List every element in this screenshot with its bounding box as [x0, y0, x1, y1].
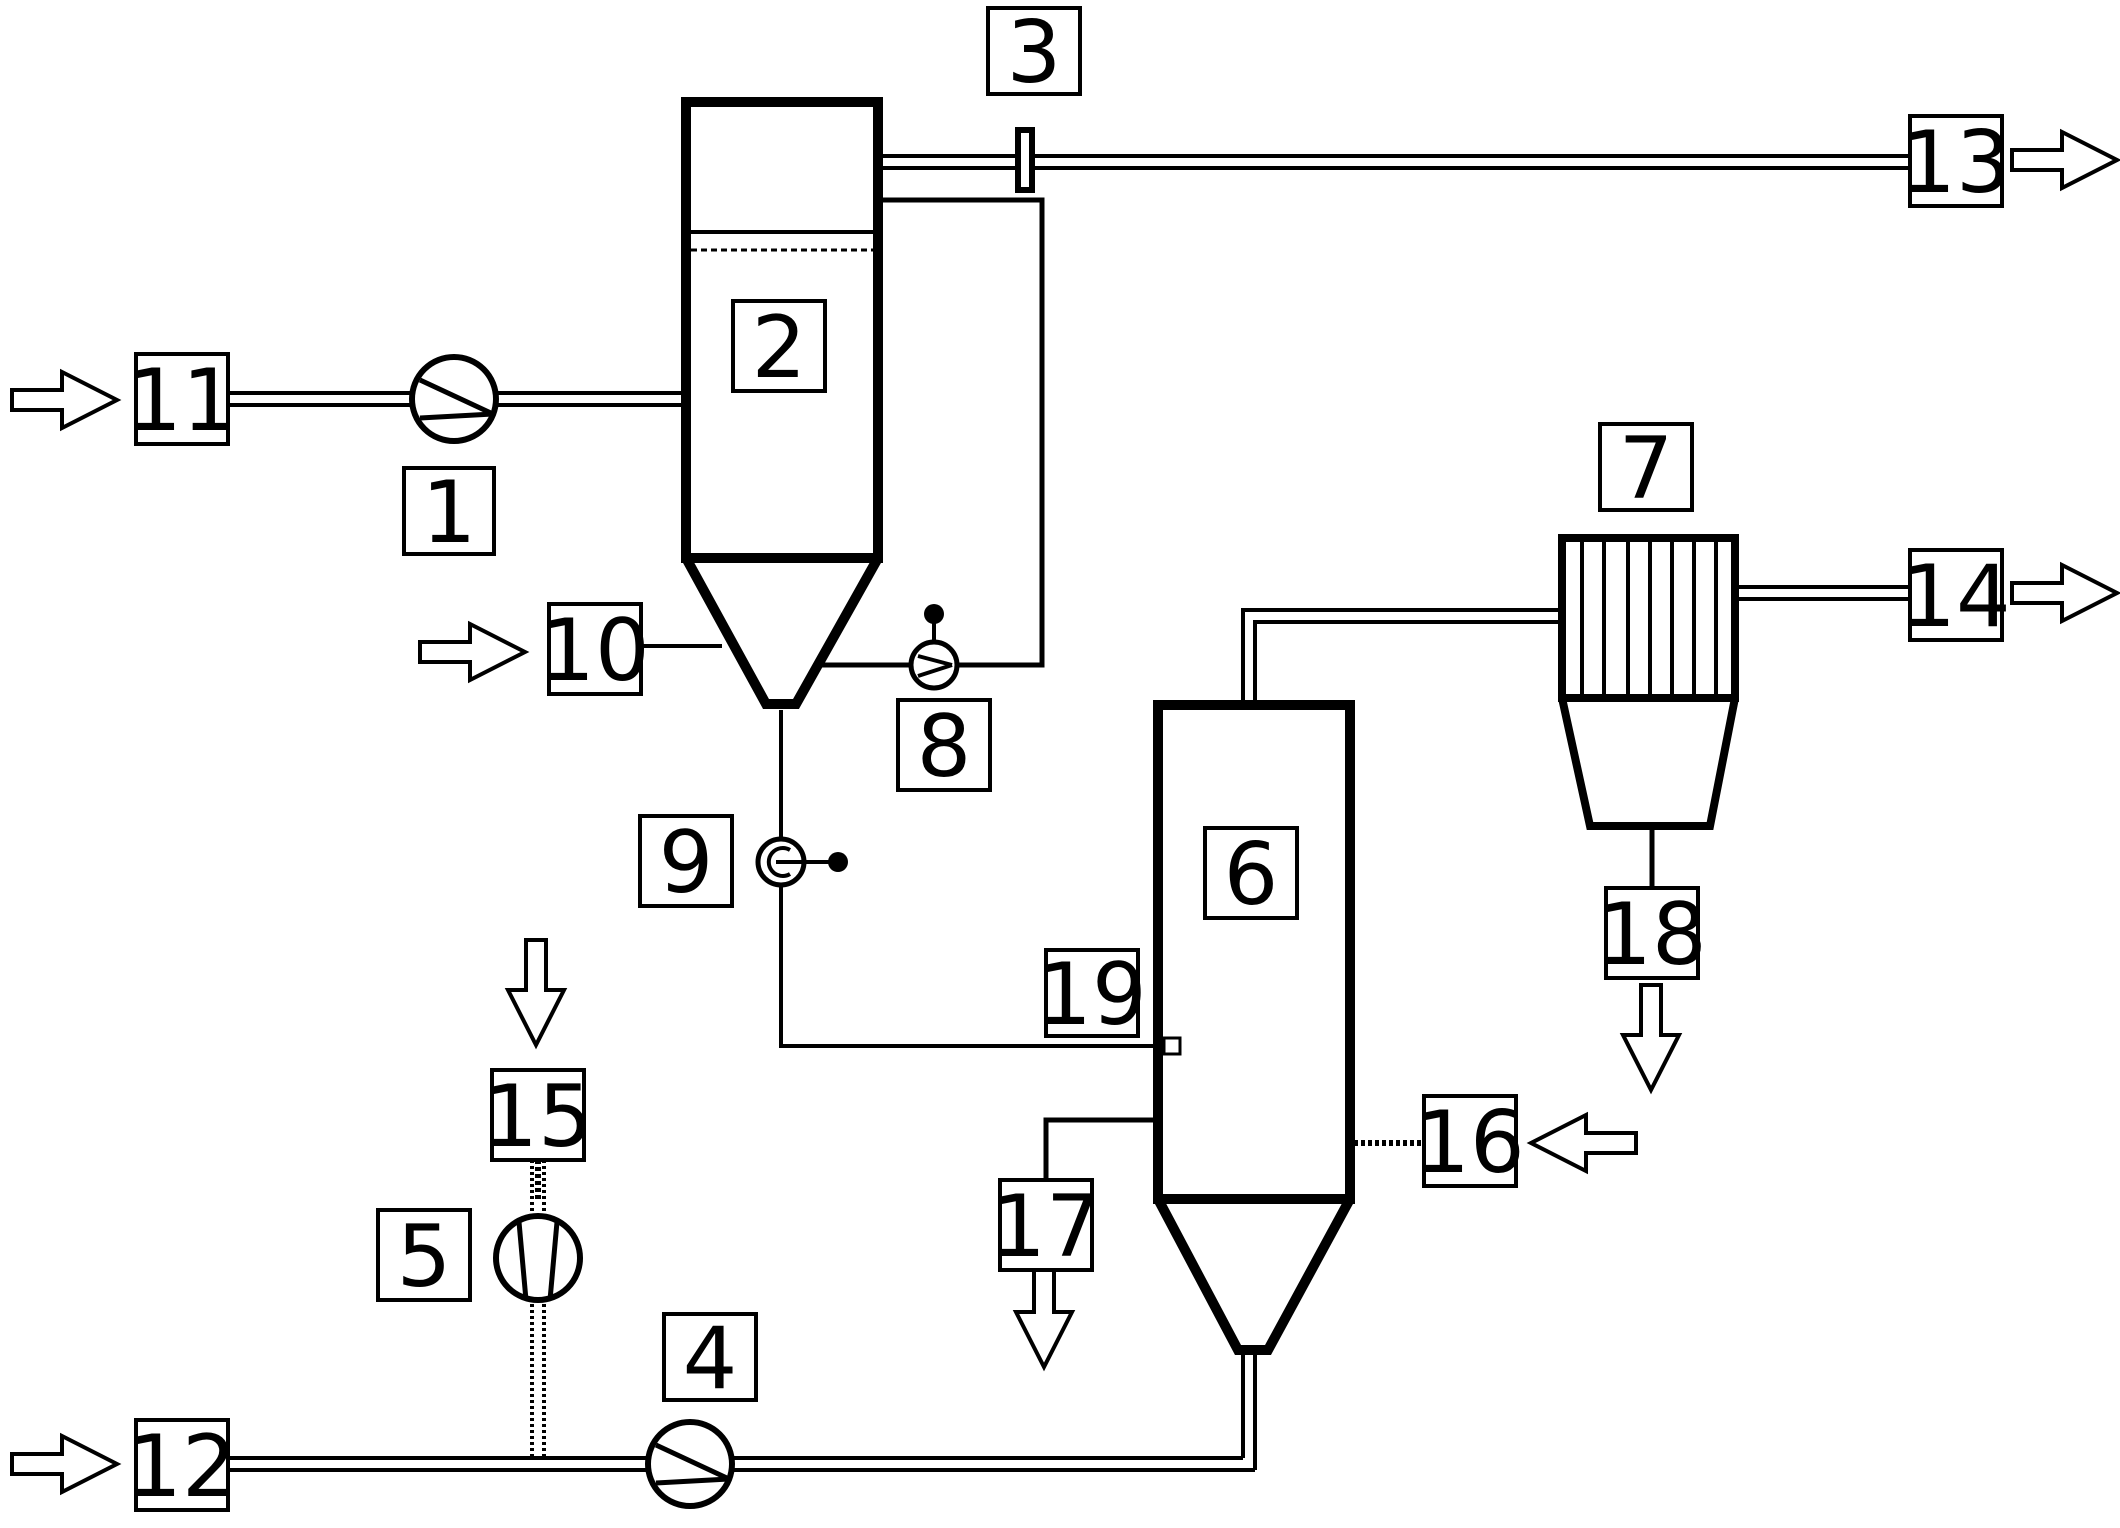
svg-text:4: 4 [683, 1309, 738, 1409]
pump-5 [493, 1213, 583, 1303]
line-17-outlet [1043, 1117, 1154, 1180]
pipe-cyclone-14 [1735, 585, 1915, 601]
label-19: 19 [1037, 945, 1146, 1045]
svg-text:9: 9 [659, 813, 714, 913]
label-15: 15 [483, 1067, 592, 1167]
label-5: 5 [376, 1207, 472, 1307]
vessel-6 [1153, 700, 1355, 1355]
svg-text:5: 5 [397, 1207, 452, 1307]
svg-text:2: 2 [752, 298, 807, 398]
label-16: 16 [1415, 1093, 1524, 1193]
pump-1 [409, 354, 499, 444]
flange-3-gap [1021, 133, 1029, 187]
line-underflow [779, 710, 1162, 1048]
svg-text:18: 18 [1597, 885, 1706, 985]
svg-text:14: 14 [1901, 547, 2010, 647]
arrow-in-15 [506, 938, 566, 1047]
label-3: 3 [986, 3, 1082, 103]
pump-4 [645, 1419, 735, 1509]
arrow-out-14 [2010, 563, 2119, 623]
label-10: 10 [540, 601, 649, 701]
label-17: 17 [991, 1177, 1100, 1277]
pipe-overhead-13 [878, 154, 1915, 170]
pump-8 [908, 604, 960, 691]
arrow-in-12 [10, 1434, 119, 1494]
label-6: 6 [1203, 825, 1299, 925]
svg-text:17: 17 [991, 1177, 1100, 1277]
svg-text:12: 12 [127, 1417, 236, 1517]
pipe-feed-12 [228, 1355, 1257, 1472]
svg-text:19: 19 [1037, 945, 1146, 1045]
label-9: 9 [638, 813, 734, 913]
svg-text:16: 16 [1415, 1093, 1524, 1193]
arrow-out-18 [1621, 983, 1681, 1092]
valve-9 [755, 836, 848, 888]
label-18: 18 [1597, 885, 1706, 985]
svg-text:10: 10 [540, 601, 649, 701]
vessel-2 [681, 97, 883, 709]
pipe-vessel6-to-cyclone [1241, 608, 1562, 700]
svg-text:15: 15 [483, 1067, 592, 1167]
arrow-in-16 [1529, 1113, 1638, 1173]
svg-text:13: 13 [1901, 113, 2010, 213]
label-4: 4 [662, 1309, 758, 1409]
svg-text:3: 3 [1007, 3, 1062, 103]
arrow-out-13 [2010, 130, 2119, 190]
svg-text:1: 1 [422, 463, 477, 563]
label-14: 14 [1901, 547, 2010, 647]
cyclone-7 [1558, 534, 1739, 830]
label-11: 11 [127, 351, 236, 451]
svg-text:11: 11 [127, 351, 236, 451]
label-2: 2 [731, 298, 827, 398]
label-13: 13 [1901, 113, 2010, 213]
label-1: 1 [402, 463, 496, 563]
label-8: 8 [896, 697, 992, 797]
label-12: 12 [127, 1417, 236, 1517]
svg-text:8: 8 [917, 697, 972, 797]
label-7: 7 [1598, 419, 1694, 519]
arrow-in-11 [10, 370, 119, 430]
arrow-out-17 [1014, 1260, 1074, 1369]
svg-text:6: 6 [1224, 825, 1279, 925]
pipe-15-to-feed [530, 1160, 546, 1460]
svg-text:7: 7 [1619, 419, 1674, 519]
arrow-in-10 [418, 622, 527, 682]
